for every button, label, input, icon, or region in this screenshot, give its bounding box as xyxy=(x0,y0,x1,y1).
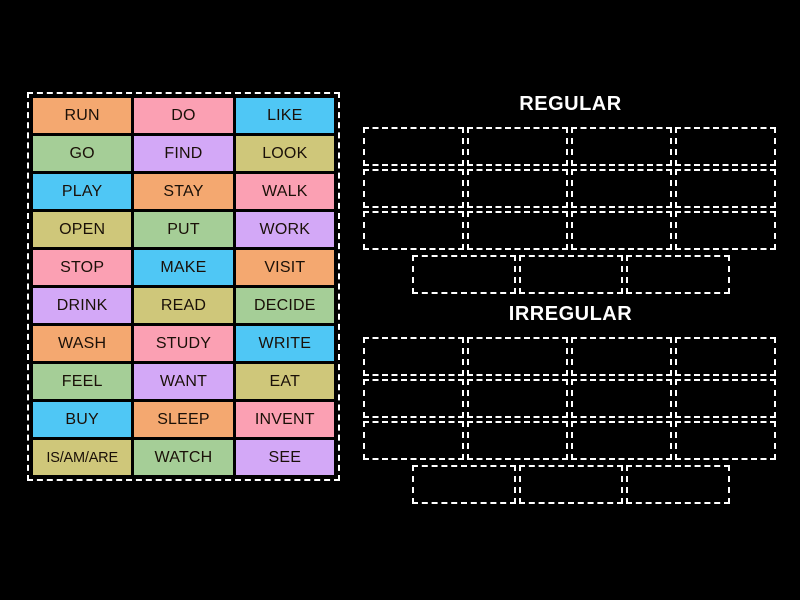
drop-zone-irregular[interactable] xyxy=(625,465,730,504)
drop-zone-irregular[interactable] xyxy=(571,421,672,460)
drop-zone-irregular[interactable] xyxy=(467,421,568,460)
word-tile[interactable]: GO xyxy=(33,136,132,171)
category-title-regular: REGULAR xyxy=(519,93,622,115)
word-tile[interactable]: MAKE xyxy=(134,250,233,285)
drop-zone-irregular[interactable] xyxy=(467,337,568,376)
drop-zone-regular[interactable] xyxy=(571,127,672,166)
drop-zone-row xyxy=(363,337,778,376)
drop-zone-row xyxy=(363,465,778,504)
drop-zone-irregular[interactable] xyxy=(675,379,776,418)
word-tile[interactable]: WATCH xyxy=(134,440,233,475)
word-tile[interactable]: WASH xyxy=(33,326,132,361)
drop-zone-row xyxy=(363,255,778,294)
drop-zone-irregular[interactable] xyxy=(675,337,776,376)
drop-zone-regular[interactable] xyxy=(571,211,672,250)
word-tile[interactable]: VISIT xyxy=(235,250,334,285)
word-tile[interactable]: STOP xyxy=(33,250,132,285)
word-tile[interactable]: IS/AM/ARE xyxy=(33,440,132,475)
drop-zone-regular[interactable] xyxy=(675,127,776,166)
word-tile[interactable]: SLEEP xyxy=(134,402,233,437)
word-tile[interactable]: EAT xyxy=(235,364,334,399)
drop-zone-row xyxy=(363,127,778,166)
drop-zone-irregular[interactable] xyxy=(675,421,776,460)
drop-zone-irregular[interactable] xyxy=(363,379,464,418)
drop-zone-regular[interactable] xyxy=(571,169,672,208)
drop-zone-irregular[interactable] xyxy=(571,379,672,418)
drop-zone-row xyxy=(363,421,778,460)
word-tile[interactable]: STUDY xyxy=(134,326,233,361)
drop-zone-group-irregular xyxy=(363,337,778,504)
word-tile[interactable]: WALK xyxy=(235,174,334,209)
word-tile[interactable]: WRITE xyxy=(235,326,334,361)
word-tile[interactable]: WANT xyxy=(134,364,233,399)
drop-zone-regular[interactable] xyxy=(467,169,568,208)
category-regular: REGULAR xyxy=(363,92,778,294)
word-tile[interactable]: WORK xyxy=(235,212,334,247)
word-tile[interactable]: BUY xyxy=(33,402,132,437)
drop-zone-regular[interactable] xyxy=(363,211,464,250)
word-tile[interactable]: RUN xyxy=(33,98,132,133)
word-tile[interactable]: DO xyxy=(134,98,233,133)
word-tile[interactable]: PUT xyxy=(134,212,233,247)
word-tile[interactable]: DECIDE xyxy=(235,288,334,323)
drop-zone-row xyxy=(363,169,778,208)
word-tile[interactable]: SEE xyxy=(235,440,334,475)
drop-zone-group-regular xyxy=(363,127,778,294)
word-tile[interactable]: INVENT xyxy=(235,402,334,437)
drop-zone-regular[interactable] xyxy=(411,255,516,294)
drop-zone-regular[interactable] xyxy=(467,211,568,250)
word-tile[interactable]: LIKE xyxy=(235,98,334,133)
word-tile[interactable]: STAY xyxy=(134,174,233,209)
drop-zone-irregular[interactable] xyxy=(363,337,464,376)
drop-zone-irregular[interactable] xyxy=(467,379,568,418)
drop-zone-regular[interactable] xyxy=(518,255,623,294)
drop-zone-regular[interactable] xyxy=(363,169,464,208)
category-irregular: IRREGULAR xyxy=(363,302,778,504)
drop-zone-irregular[interactable] xyxy=(571,337,672,376)
word-tile[interactable]: FIND xyxy=(134,136,233,171)
category-title-irregular: IRREGULAR xyxy=(508,303,633,325)
drop-zone-regular[interactable] xyxy=(467,127,568,166)
drop-zone-regular[interactable] xyxy=(675,169,776,208)
drop-zone-row xyxy=(363,211,778,250)
word-tile[interactable]: DRINK xyxy=(33,288,132,323)
drop-zone-regular[interactable] xyxy=(675,211,776,250)
drop-zone-irregular[interactable] xyxy=(363,421,464,460)
drop-zone-irregular[interactable] xyxy=(518,465,623,504)
word-tile[interactable]: OPEN xyxy=(33,212,132,247)
word-tile[interactable]: FEEL xyxy=(33,364,132,399)
word-tile[interactable]: READ xyxy=(134,288,233,323)
word-tile[interactable]: LOOK xyxy=(235,136,334,171)
word-tile[interactable]: PLAY xyxy=(33,174,132,209)
drop-zone-regular[interactable] xyxy=(625,255,730,294)
drop-zone-irregular[interactable] xyxy=(411,465,516,504)
drop-zone-regular[interactable] xyxy=(363,127,464,166)
drop-zone-row xyxy=(363,379,778,418)
